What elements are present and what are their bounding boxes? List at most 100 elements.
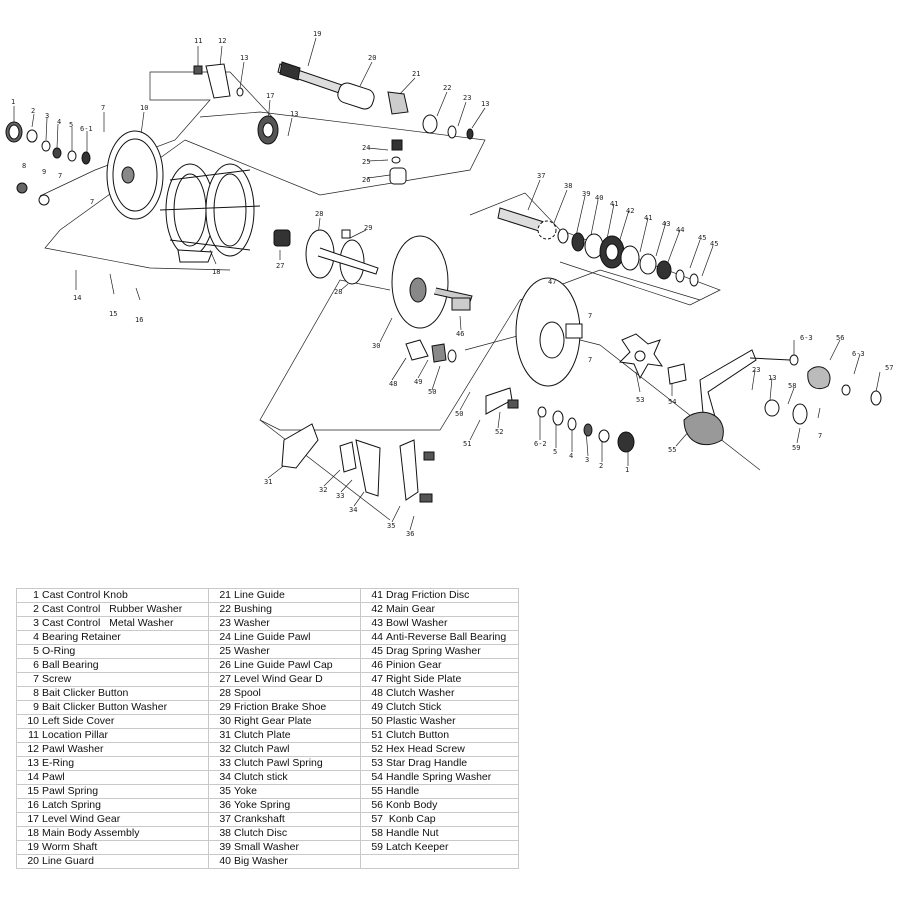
part-name: Konb Body (384, 798, 519, 813)
part-number: 24 (208, 630, 232, 645)
part-number: 47 (360, 672, 384, 687)
callout-label: 49 (414, 378, 422, 386)
part-number: 6 (16, 658, 40, 673)
part-number: 30 (208, 714, 232, 729)
part-number: 33 (208, 756, 232, 771)
part-number: 53 (360, 756, 384, 771)
callout-label: 45 (698, 234, 706, 242)
part-name: Washer (232, 616, 361, 631)
callout-label: 3 (45, 112, 49, 120)
part-number: 55 (360, 784, 384, 799)
part-number: 59 (360, 840, 384, 855)
part-name: Bushing (232, 602, 361, 617)
part-number: 50 (360, 714, 384, 729)
part-number: 9 (16, 700, 40, 715)
callout-label: 13 (290, 110, 298, 118)
part-number: 32 (208, 742, 232, 757)
part-name: Clutch Disc (232, 826, 361, 841)
callout-label: 7 (101, 104, 105, 112)
callout-label: 13 (240, 54, 248, 62)
part-number: 57 (360, 812, 384, 827)
part-name: Left Side Cover (40, 714, 209, 729)
callout-label: 6-1 (80, 125, 93, 133)
callout-label: 27 (276, 262, 284, 270)
callout-label: 7 (588, 312, 592, 320)
callout-label: 47 (548, 278, 556, 286)
part-name: Location Pillar (40, 728, 209, 743)
callout-label: 2 (31, 107, 35, 115)
part-name: Line Guide Pawl (232, 630, 361, 645)
callout-label: 59 (792, 444, 800, 452)
callout-label: 11 (194, 37, 202, 45)
part-number: 49 (360, 700, 384, 715)
part-number: 46 (360, 658, 384, 673)
part-name: Anti-Reverse Ball Bearing (384, 630, 519, 645)
part-number: 16 (16, 798, 40, 813)
part-number: 48 (360, 686, 384, 701)
part-number: 14 (16, 770, 40, 785)
callout-label: 15 (109, 310, 117, 318)
part-name: Cast Control Rubber Washer (40, 602, 209, 617)
part-name: Handle Nut (384, 826, 519, 841)
part-number: 36 (208, 798, 232, 813)
part-number: 26 (208, 658, 232, 673)
callout-label: 46 (456, 330, 464, 338)
part-name: Handle (384, 784, 519, 799)
callout-label: 1 (625, 466, 629, 474)
callout-label: 16 (135, 316, 143, 324)
callout-label: 10 (140, 104, 148, 112)
callout-label: 31 (264, 478, 272, 486)
part-number: 52 (360, 742, 384, 757)
callout-label: 6-2 (534, 440, 547, 448)
part-number: 41 (360, 588, 384, 603)
callout-label: 7 (588, 356, 592, 364)
callout-label: 20 (368, 54, 376, 62)
callout-label: 1 (11, 98, 15, 106)
part-number: 10 (16, 714, 40, 729)
callout-label: 22 (443, 84, 451, 92)
part-name (384, 854, 519, 869)
callout-label: 54 (668, 398, 676, 406)
part-name: Cast Control Metal Washer (40, 616, 209, 631)
callout-label: 18 (212, 268, 220, 276)
part-number: 38 (208, 826, 232, 841)
part-name: Clutch Stick (384, 700, 519, 715)
callout-label: 52 (495, 428, 503, 436)
part-name: Yoke Spring (232, 798, 361, 813)
callout-label: 24 (362, 144, 370, 152)
callout-label: 4 (57, 118, 61, 126)
part-number: 5 (16, 644, 40, 659)
callout-label: 6-3 (800, 334, 813, 342)
callout-label: 4 (569, 452, 573, 460)
part-number: 27 (208, 672, 232, 687)
part-name: Small Washer (232, 840, 361, 855)
callout-label: 21 (412, 70, 420, 78)
part-name: Screw (40, 672, 209, 687)
callout-label: 38 (564, 182, 572, 190)
part-number: 7 (16, 672, 40, 687)
callout-label: 42 (626, 207, 634, 215)
part-name: Drag Spring Washer (384, 644, 519, 659)
part-number: 13 (16, 756, 40, 771)
callout-label: 50 (455, 410, 463, 418)
callout-label: 35 (387, 522, 395, 530)
part-number: 21 (208, 588, 232, 603)
callout-label: 3 (585, 456, 589, 464)
part-name: Bait Clicker Button (40, 686, 209, 701)
callout-label: 37 (537, 172, 545, 180)
part-number: 19 (16, 840, 40, 855)
callout-label: 23 (463, 94, 471, 102)
part-name: Bait Clicker Button Washer (40, 700, 209, 715)
part-number (360, 854, 384, 869)
part-number: 25 (208, 644, 232, 659)
callout-label: 13 (768, 374, 776, 382)
callout-label: 32 (319, 486, 327, 494)
